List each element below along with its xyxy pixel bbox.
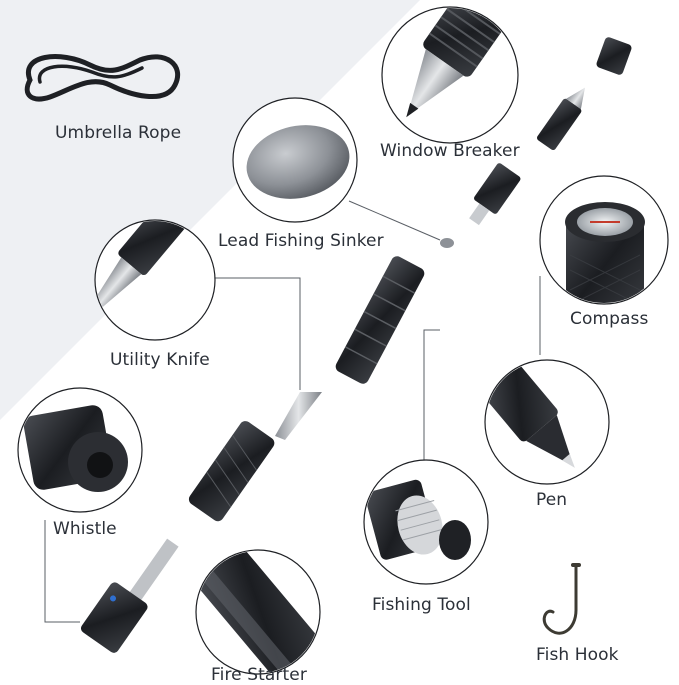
- window-breaker-image: [381, 6, 519, 144]
- label-utility-knife: Utility Knife: [110, 350, 210, 370]
- label-umbrella-rope: Umbrella Rope: [55, 123, 182, 143]
- label-compass: Compass: [570, 309, 649, 329]
- label-whistle: Whistle: [53, 519, 117, 539]
- lead-sinker-image: [232, 97, 358, 223]
- label-window-breaker: Window Breaker: [380, 141, 520, 161]
- label-fire-starter: Fire Starter: [211, 665, 307, 685]
- utility-knife-image: [94, 219, 216, 341]
- label-pen: Pen: [536, 490, 568, 510]
- whistle-image: [17, 387, 143, 513]
- assembled-tool-parts: [80, 37, 632, 653]
- label-fishing-tool: Fishing Tool: [372, 595, 471, 615]
- compass-image: [539, 175, 669, 305]
- leader-lines: [44, 99, 581, 623]
- fish-hook-image: [542, 563, 581, 635]
- label-fish-hook: Fish Hook: [536, 645, 619, 665]
- label-lead-fishing-sinker: Lead Fishing Sinker: [218, 231, 384, 251]
- pen-image: [484, 359, 610, 485]
- fishing-tool-image: [363, 459, 489, 585]
- fire-starter-image: [195, 549, 321, 675]
- umbrella-rope-image: [24, 54, 180, 102]
